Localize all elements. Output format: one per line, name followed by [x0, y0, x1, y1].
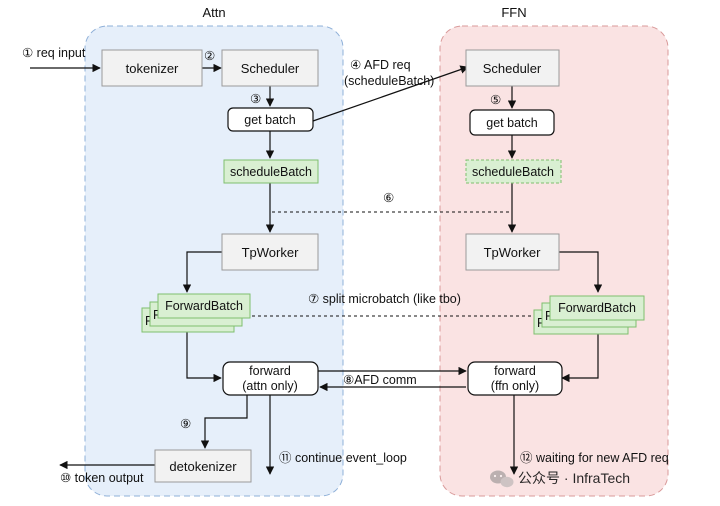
ffn-stack-peek-back: F — [537, 316, 545, 330]
edge-ffn-tpworker-forwardbatch — [559, 251, 603, 293]
attn-get-batch-node: get batch — [227, 107, 314, 132]
attn-get-batch-label: get batch — [244, 113, 295, 127]
attn-scheduler-label: Scheduler — [241, 61, 300, 76]
step9-label: ⑨ — [180, 417, 191, 431]
attn-forward-label-2: (attn only) — [242, 379, 298, 393]
ffn-tpworker-label: TpWorker — [484, 245, 541, 260]
step4-label-1: ④ AFD req — [350, 58, 411, 72]
ffn-tpworker-node: TpWorker — [465, 233, 560, 271]
step1-label: ① req input — [22, 46, 86, 60]
tokenizer-label: tokenizer — [126, 61, 179, 76]
ffn-scheduler-node: Scheduler — [465, 49, 560, 87]
attn-tpworker-label: TpWorker — [242, 245, 299, 260]
attn-forward-batch-stack: F F ForwardBatch — [141, 293, 251, 333]
edge-tpworker-forwardbatch — [182, 251, 222, 293]
ffn-region-title: FFN — [501, 5, 526, 20]
detokenizer-label: detokenizer — [169, 459, 237, 474]
attn-stack-peek-mid: F — [153, 308, 161, 322]
attn-forward-node: forward (attn only) — [222, 361, 319, 396]
attn-region-title: Attn — [202, 5, 225, 20]
ffn-forward-batch-label: ForwardBatch — [558, 301, 636, 315]
watermark-text: 公众号 · InfraTech — [518, 470, 630, 486]
ffn-schedule-batch-node: scheduleBatch — [465, 159, 562, 184]
wechat-icon — [490, 470, 514, 488]
ffn-forward-batch-stack: F F ForwardBatch — [533, 295, 645, 335]
edge-ffn-forwardbatch-forward — [561, 334, 599, 383]
step5-label: ⑤ — [490, 93, 501, 107]
ffn-schedule-batch-label: scheduleBatch — [472, 165, 554, 179]
ffn-forward-label-2: (ffn only) — [491, 379, 539, 393]
step6-label: ⑥ — [383, 191, 394, 205]
step4-label-2: (scheduleBatch) — [344, 74, 434, 88]
ffn-forward-node: forward (ffn only) — [467, 361, 563, 396]
ffn-forward-label-1: forward — [494, 364, 536, 378]
attn-stack-peek-back: F — [145, 314, 153, 328]
edge-forward-detokenizer — [200, 395, 248, 449]
detokenizer-node: detokenizer — [154, 449, 252, 483]
edge-forwardbatch-forward — [186, 332, 222, 383]
ffn-scheduler-label: Scheduler — [483, 61, 542, 76]
step10-label: ⑩ token output — [60, 471, 144, 485]
attn-schedule-batch-node: scheduleBatch — [223, 159, 319, 184]
attn-forward-batch-label: ForwardBatch — [165, 299, 243, 313]
attn-tpworker-node: TpWorker — [221, 233, 319, 271]
step11-label: ⑪ continue event_loop — [279, 451, 407, 465]
step2-label: ② — [204, 49, 215, 63]
attn-schedule-batch-label: scheduleBatch — [230, 165, 312, 179]
step3-label: ③ — [250, 92, 261, 106]
ffn-get-batch-node: get batch — [469, 109, 555, 136]
ffn-stack-peek-mid: F — [545, 309, 553, 323]
attn-forward-label-1: forward — [249, 364, 291, 378]
edge-afd-req — [312, 65, 469, 122]
tokenizer-node: tokenizer — [101, 49, 203, 87]
step8-label: ⑧AFD comm — [343, 373, 417, 387]
step7-label: ⑦ split microbatch (like tbo) — [308, 292, 461, 306]
attn-scheduler-node: Scheduler — [221, 49, 319, 87]
step12-label: ⑫ waiting for new AFD req — [520, 451, 669, 465]
ffn-get-batch-label: get batch — [486, 116, 537, 130]
